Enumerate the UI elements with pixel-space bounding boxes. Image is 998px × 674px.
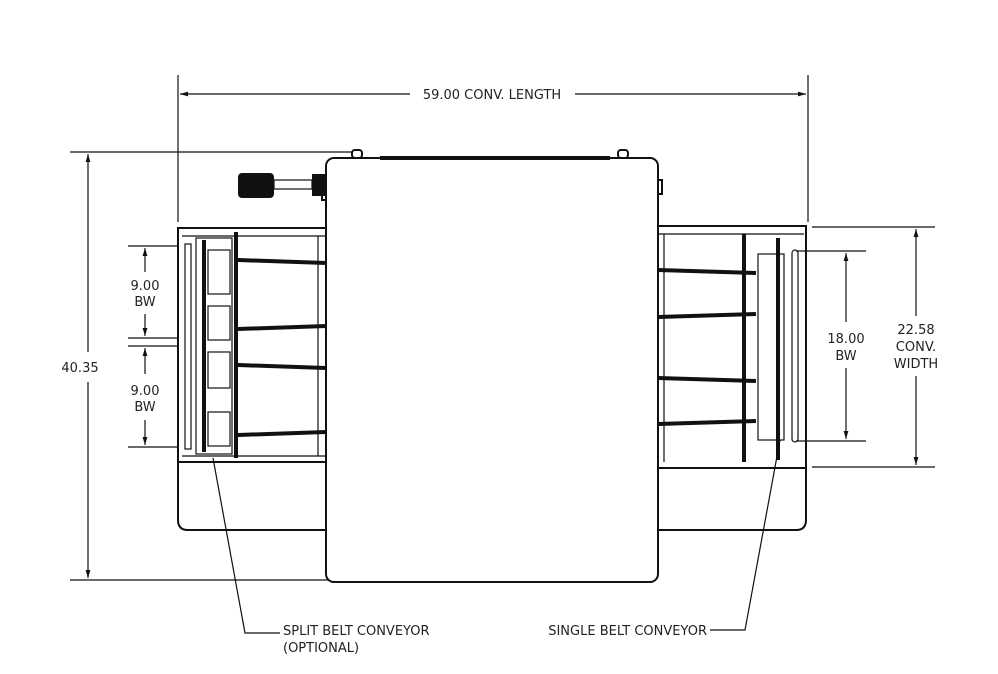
overall-height-dimension: 40.35 [61, 151, 355, 581]
conv-width-dimension: 22.58 CONV. WIDTH [812, 226, 938, 468]
conv-width-line2: WIDTH [894, 357, 938, 372]
split-belt-callout: SPLIT BELT CONVEYOR (OPTIONAL) [212, 457, 430, 656]
split-bw-bottom-value: 9.00 [131, 384, 160, 399]
conv-width-line1: CONV. [896, 340, 936, 355]
conv-length-label: 59.00 CONV. LENGTH [423, 88, 561, 103]
single-belt-callout: SINGLE BELT CONVEYOR [548, 439, 781, 639]
single-belt-label: SINGLE BELT CONVEYOR [548, 624, 707, 639]
roller-bars [657, 268, 757, 426]
single-bw-dimension: 18.00 BW [796, 250, 866, 442]
split-belt-optional: (OPTIONAL) [283, 641, 359, 656]
split-bw-bottom-unit: BW [134, 400, 155, 415]
single-bw-value: 18.00 [827, 332, 864, 347]
single-belt-conveyor [655, 225, 807, 531]
split-bw-top-value: 9.00 [131, 279, 160, 294]
split-belt-label: SPLIT BELT CONVEYOR [283, 624, 430, 639]
conv-length-dimension: 59.00 CONV. LENGTH [177, 75, 809, 222]
split-bw-dimensions: 9.00 BW 9.00 BW [128, 245, 205, 448]
belt-modules [207, 249, 231, 447]
single-bw-unit: BW [835, 349, 856, 364]
roller-bars [237, 258, 327, 437]
conv-width-value: 22.58 [897, 323, 934, 338]
motor-icon [238, 173, 326, 198]
split-belt-conveyor [177, 227, 329, 531]
machine-housing [321, 149, 663, 583]
overall-height-label: 40.35 [61, 361, 98, 376]
split-bw-top-unit: BW [134, 295, 155, 310]
